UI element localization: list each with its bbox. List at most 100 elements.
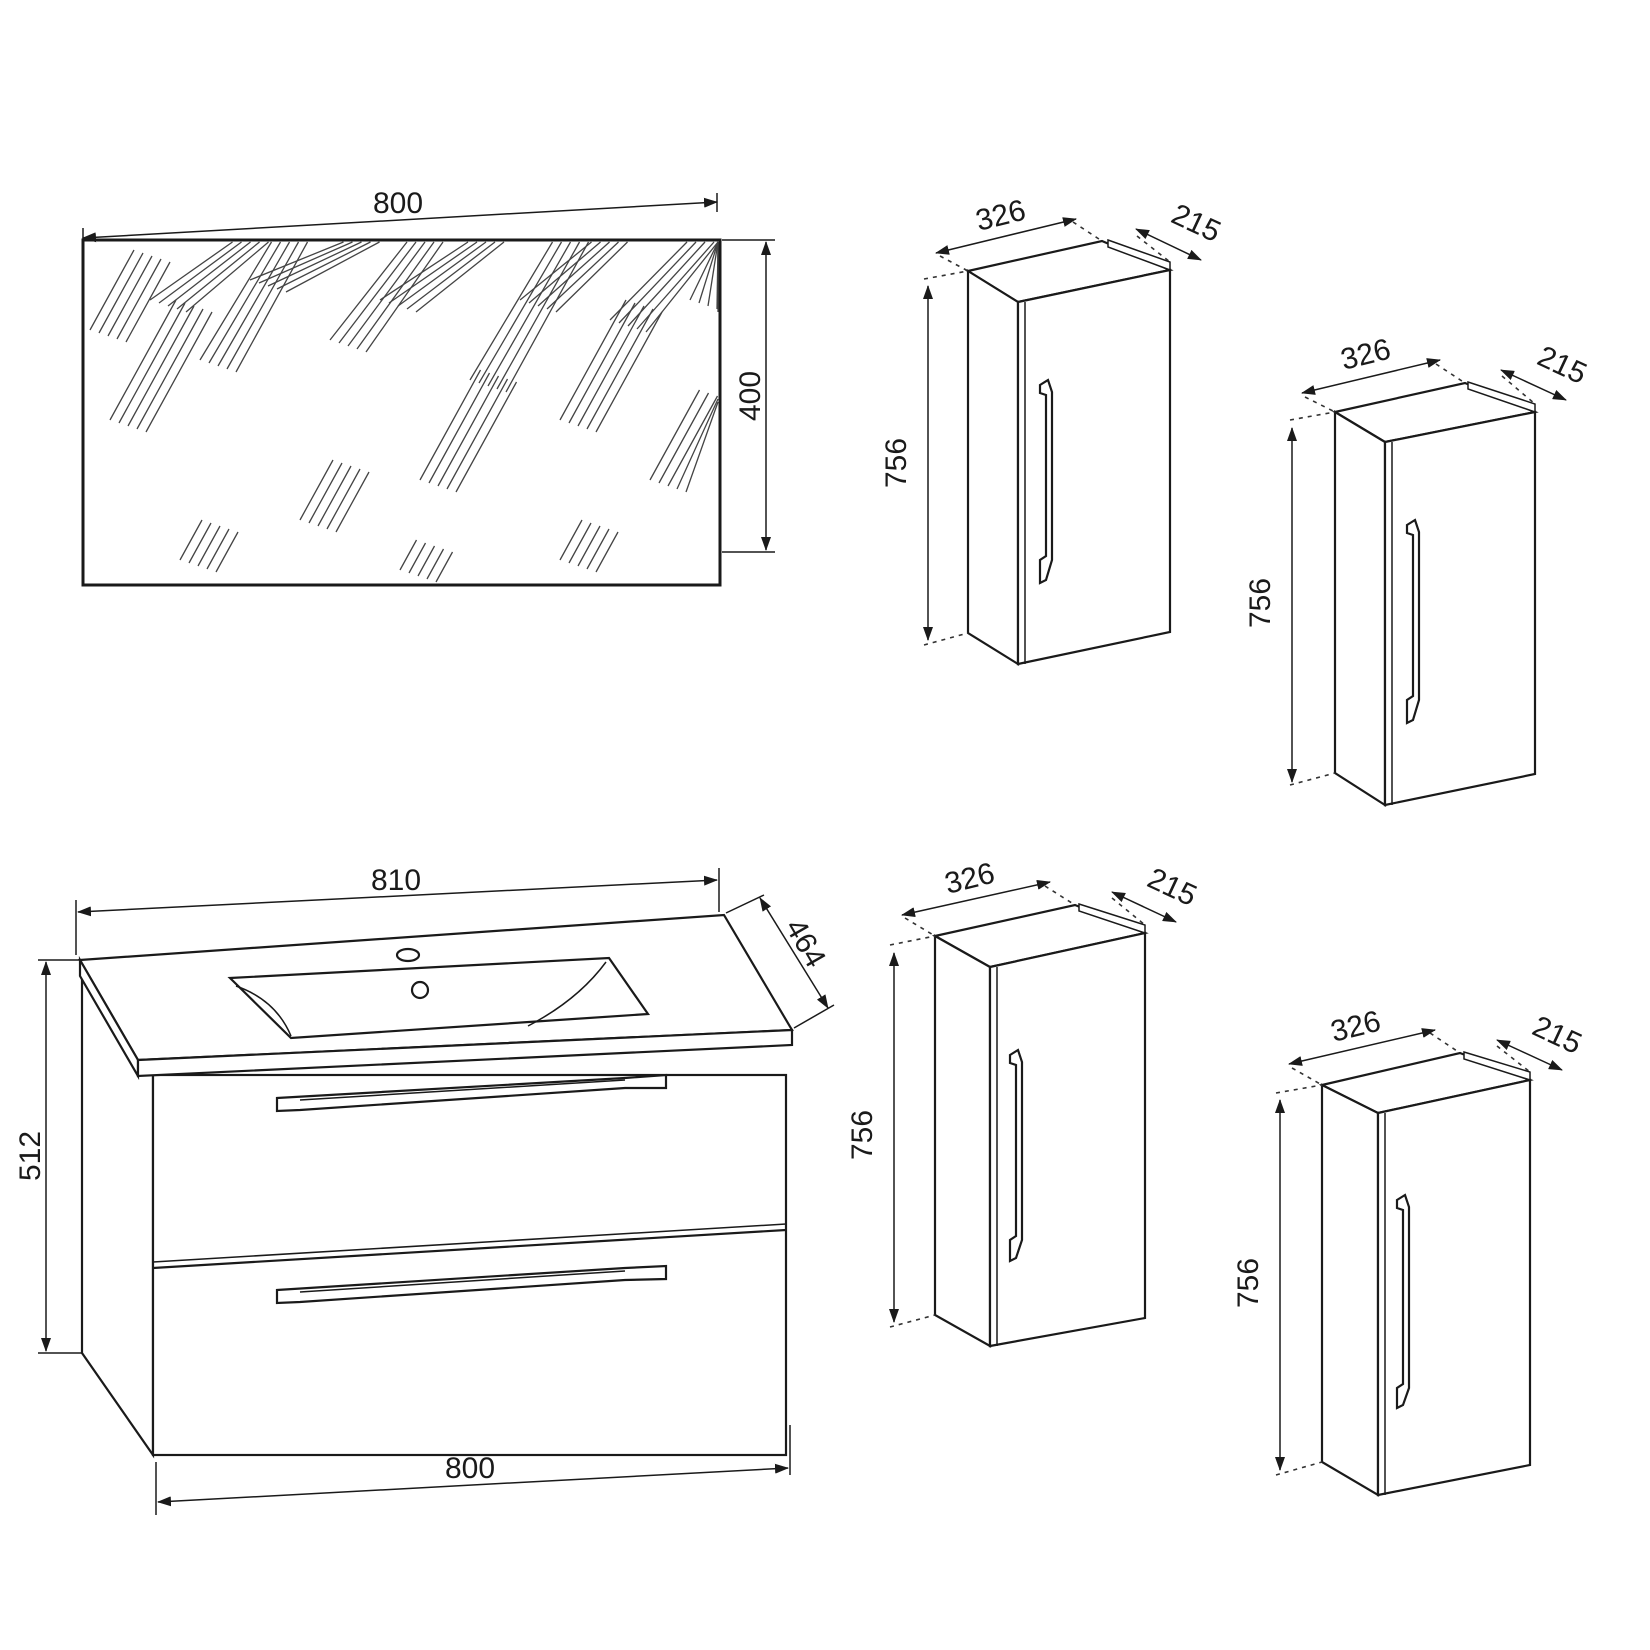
drawer-handle-bottom: [275, 1264, 668, 1305]
hatch-stroke: [707, 241, 719, 307]
vanity-top-width-label: 810: [371, 864, 421, 897]
hatch-stroke: [285, 241, 380, 293]
hatch-stroke: [206, 528, 230, 570]
hatch-stroke: [676, 398, 719, 490]
cabinet-1: 326 215 756: [880, 194, 1226, 666]
hatch-stroke: [627, 241, 706, 327]
hatch-stroke: [365, 241, 444, 353]
hatch-stroke: [199, 241, 273, 361]
hatch-stroke: [125, 261, 171, 343]
hatch-stroke: [185, 241, 269, 313]
hatch-stroke: [326, 468, 361, 530]
hatch-stroke: [559, 519, 583, 561]
hatch-stroke: [689, 241, 719, 301]
hatch-stroke: [89, 249, 135, 331]
hatch-stroke: [98, 252, 144, 334]
vanity-height-label: 512: [14, 1131, 47, 1181]
vanity-depth-label: 464: [778, 913, 832, 973]
mirror-height-label: 400: [734, 371, 767, 421]
cabinet-2-body: [1332, 380, 1539, 808]
hatch-stroke: [299, 459, 334, 521]
hatch-stroke: [528, 241, 601, 304]
hatch-stroke: [149, 241, 233, 301]
hatch-stroke: [435, 551, 454, 583]
vanity-depth-ext-b: [793, 1004, 835, 1029]
hatch-stroke: [317, 465, 352, 527]
cabinet-2-width-dimension-line: [1301, 358, 1441, 395]
cabinet-1-body: [965, 238, 1174, 666]
cabinet-3-body: [931, 902, 1149, 1348]
hatch-stroke: [595, 531, 619, 573]
vanity-depth-ext-a: [725, 894, 765, 914]
hatch-stroke: [428, 372, 491, 484]
cabinet-4-width-label: 326: [1327, 1005, 1384, 1049]
vanity-top-width-dimension-line: [77, 875, 718, 917]
vanity-front: [151, 1073, 788, 1457]
vanity-countertop-front-edge: [136, 1028, 794, 1078]
hatch-stroke: [356, 241, 435, 350]
hatch-stroke: [415, 241, 505, 313]
hatch-stroke: [636, 241, 715, 330]
hatch-stroke: [595, 311, 663, 433]
vanity-unit: 810 464 512 800: [14, 864, 835, 1515]
hatch-stroke: [667, 395, 719, 487]
drawer-handle-top: [275, 1073, 668, 1113]
hatch-stroke: [217, 241, 291, 367]
cabinet-2-depth-label: 215: [1532, 340, 1591, 391]
vanity-depth-dimension-line: [759, 897, 829, 1009]
basin-inner-left: [235, 985, 292, 1037]
cabinet-2-width-label: 326: [1337, 333, 1394, 377]
hatch-stroke: [577, 525, 601, 567]
cabinet-1-depth-dimension-line: [1135, 228, 1202, 261]
hatch-stroke: [568, 522, 592, 564]
cabinet-1-width-dimension-line: [935, 217, 1077, 255]
hatch-stroke: [176, 241, 260, 310]
hatch-stroke: [559, 299, 627, 421]
hatch-stroke: [109, 299, 177, 421]
hatch-stroke: [568, 302, 636, 424]
drawer-divider: [152, 1228, 787, 1270]
hatch-stroke: [116, 258, 162, 340]
hatch-stroke: [235, 241, 309, 373]
hatch-stroke: [406, 241, 496, 310]
hatch-stroke: [437, 375, 500, 487]
hatch-stroke: [208, 241, 282, 364]
cabinet-4-height-label: 756: [1232, 1258, 1265, 1308]
hatch-stroke: [276, 241, 371, 290]
hatch-stroke: [417, 545, 436, 577]
hatch-stroke: [379, 241, 469, 301]
hatch-stroke: [179, 519, 203, 561]
hatch-stroke: [408, 542, 427, 574]
hatch-stroke: [188, 522, 212, 564]
cabinet-1-handle: [1038, 378, 1054, 585]
cabinet-4-depth-label: 215: [1527, 1010, 1586, 1061]
mirror-width-dimension-line: [82, 197, 718, 243]
cabinet-4-width-dimension-line: [1288, 1028, 1436, 1066]
hatch-stroke: [399, 539, 418, 571]
hatch-stroke: [478, 241, 563, 384]
cabinet-4-depth-dimension-line: [1496, 1039, 1563, 1071]
hatch-stroke: [496, 241, 581, 390]
mirror-reflection-hatch: [89, 241, 719, 583]
mirror-width-label: 800: [373, 187, 423, 220]
hatch-stroke: [267, 241, 362, 287]
cabinet-2: 326 215 756: [1244, 333, 1592, 808]
hatch-stroke: [107, 255, 153, 337]
hatch-stroke: [505, 241, 590, 393]
cabinet-4: 326 215 756: [1232, 1005, 1587, 1497]
hatch-stroke: [127, 305, 195, 427]
hatch-stroke: [249, 241, 344, 281]
hatch-stroke: [136, 308, 204, 430]
hatch-stroke: [645, 241, 719, 333]
vanity-bottom-width-label: 800: [445, 1452, 495, 1485]
hatch-stroke: [537, 241, 610, 307]
hatch-stroke: [577, 305, 645, 427]
hatch-stroke: [215, 531, 239, 573]
hatch-stroke: [649, 389, 701, 481]
cabinet-3-handle: [1008, 1048, 1024, 1263]
cabinet-2-handle: [1405, 518, 1421, 725]
mirror-frame: [81, 238, 722, 587]
hatch-stroke: [258, 241, 353, 284]
hatch-stroke: [586, 308, 654, 430]
hatch-stroke: [329, 241, 408, 341]
